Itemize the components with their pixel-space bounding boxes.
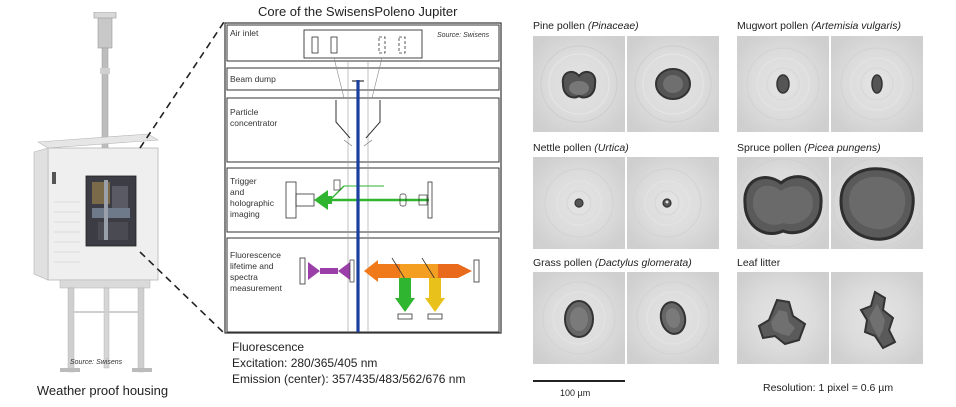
hologram-spruce-1 bbox=[737, 157, 829, 249]
panel-label-beam-dump: Beam dump bbox=[230, 74, 276, 84]
scale-bar-label: 100 µm bbox=[560, 388, 591, 398]
hologram-nettle-2 bbox=[627, 157, 719, 249]
core-source-note: Source: Swisens bbox=[437, 32, 490, 39]
panel-label-trigger-imaging: Trigger and holographic imaging bbox=[230, 176, 274, 219]
core-schematic bbox=[224, 22, 502, 334]
panel-label-air-inlet: Air inlet bbox=[230, 28, 259, 38]
fluorescence-excitation: Excitation: 280/365/405 nm bbox=[232, 356, 378, 370]
weather-proof-housing-image bbox=[20, 12, 180, 384]
scale-bar bbox=[533, 380, 625, 382]
pollen-title-leaf-litter: Leaf litter bbox=[737, 257, 781, 269]
panel-label-fluorescence-measurement: Fluorescence lifetime and spectra measur… bbox=[230, 250, 282, 293]
housing-source-note: Source: Swisens bbox=[70, 359, 123, 366]
hologram-mugwort-1 bbox=[737, 36, 829, 132]
hologram-mugwort-2 bbox=[831, 36, 923, 132]
hologram-spruce-2 bbox=[831, 157, 923, 249]
fluorescence-emission: Emission (center): 357/435/483/562/676 n… bbox=[232, 372, 466, 386]
pollen-title-spruce: Spruce pollen (Picea pungens) bbox=[737, 142, 881, 154]
hologram-pine-2 bbox=[627, 36, 719, 132]
resolution-note: Resolution: 1 pixel = 0.6 µm bbox=[763, 382, 894, 394]
hologram-leaf-litter-1 bbox=[737, 272, 829, 364]
pollen-title-pine: Pine pollen (Pinaceae) bbox=[533, 20, 639, 32]
core-title: Core of the SwisensPoleno Jupiter bbox=[258, 4, 458, 19]
pollen-title-nettle: Nettle pollen (Urtica) bbox=[533, 142, 629, 154]
hologram-leaf-litter-2 bbox=[831, 272, 923, 364]
pollen-title-mugwort: Mugwort pollen (Artemisia vulgaris) bbox=[737, 20, 901, 32]
housing-caption: Weather proof housing bbox=[36, 383, 169, 398]
fluorescence-heading: Fluorescence bbox=[232, 340, 305, 354]
hologram-nettle-1 bbox=[533, 157, 625, 249]
hologram-grass-1 bbox=[533, 272, 625, 364]
hologram-pine-1 bbox=[533, 36, 625, 132]
pollen-title-grass: Grass pollen (Dactylus glomerata) bbox=[533, 257, 692, 269]
panel-label-particle-concentrator: Particle concentrator bbox=[230, 107, 278, 128]
hologram-grass-2 bbox=[627, 272, 719, 364]
fluorescence-info: Fluorescence Excitation: 280/365/405 nm … bbox=[232, 339, 465, 387]
